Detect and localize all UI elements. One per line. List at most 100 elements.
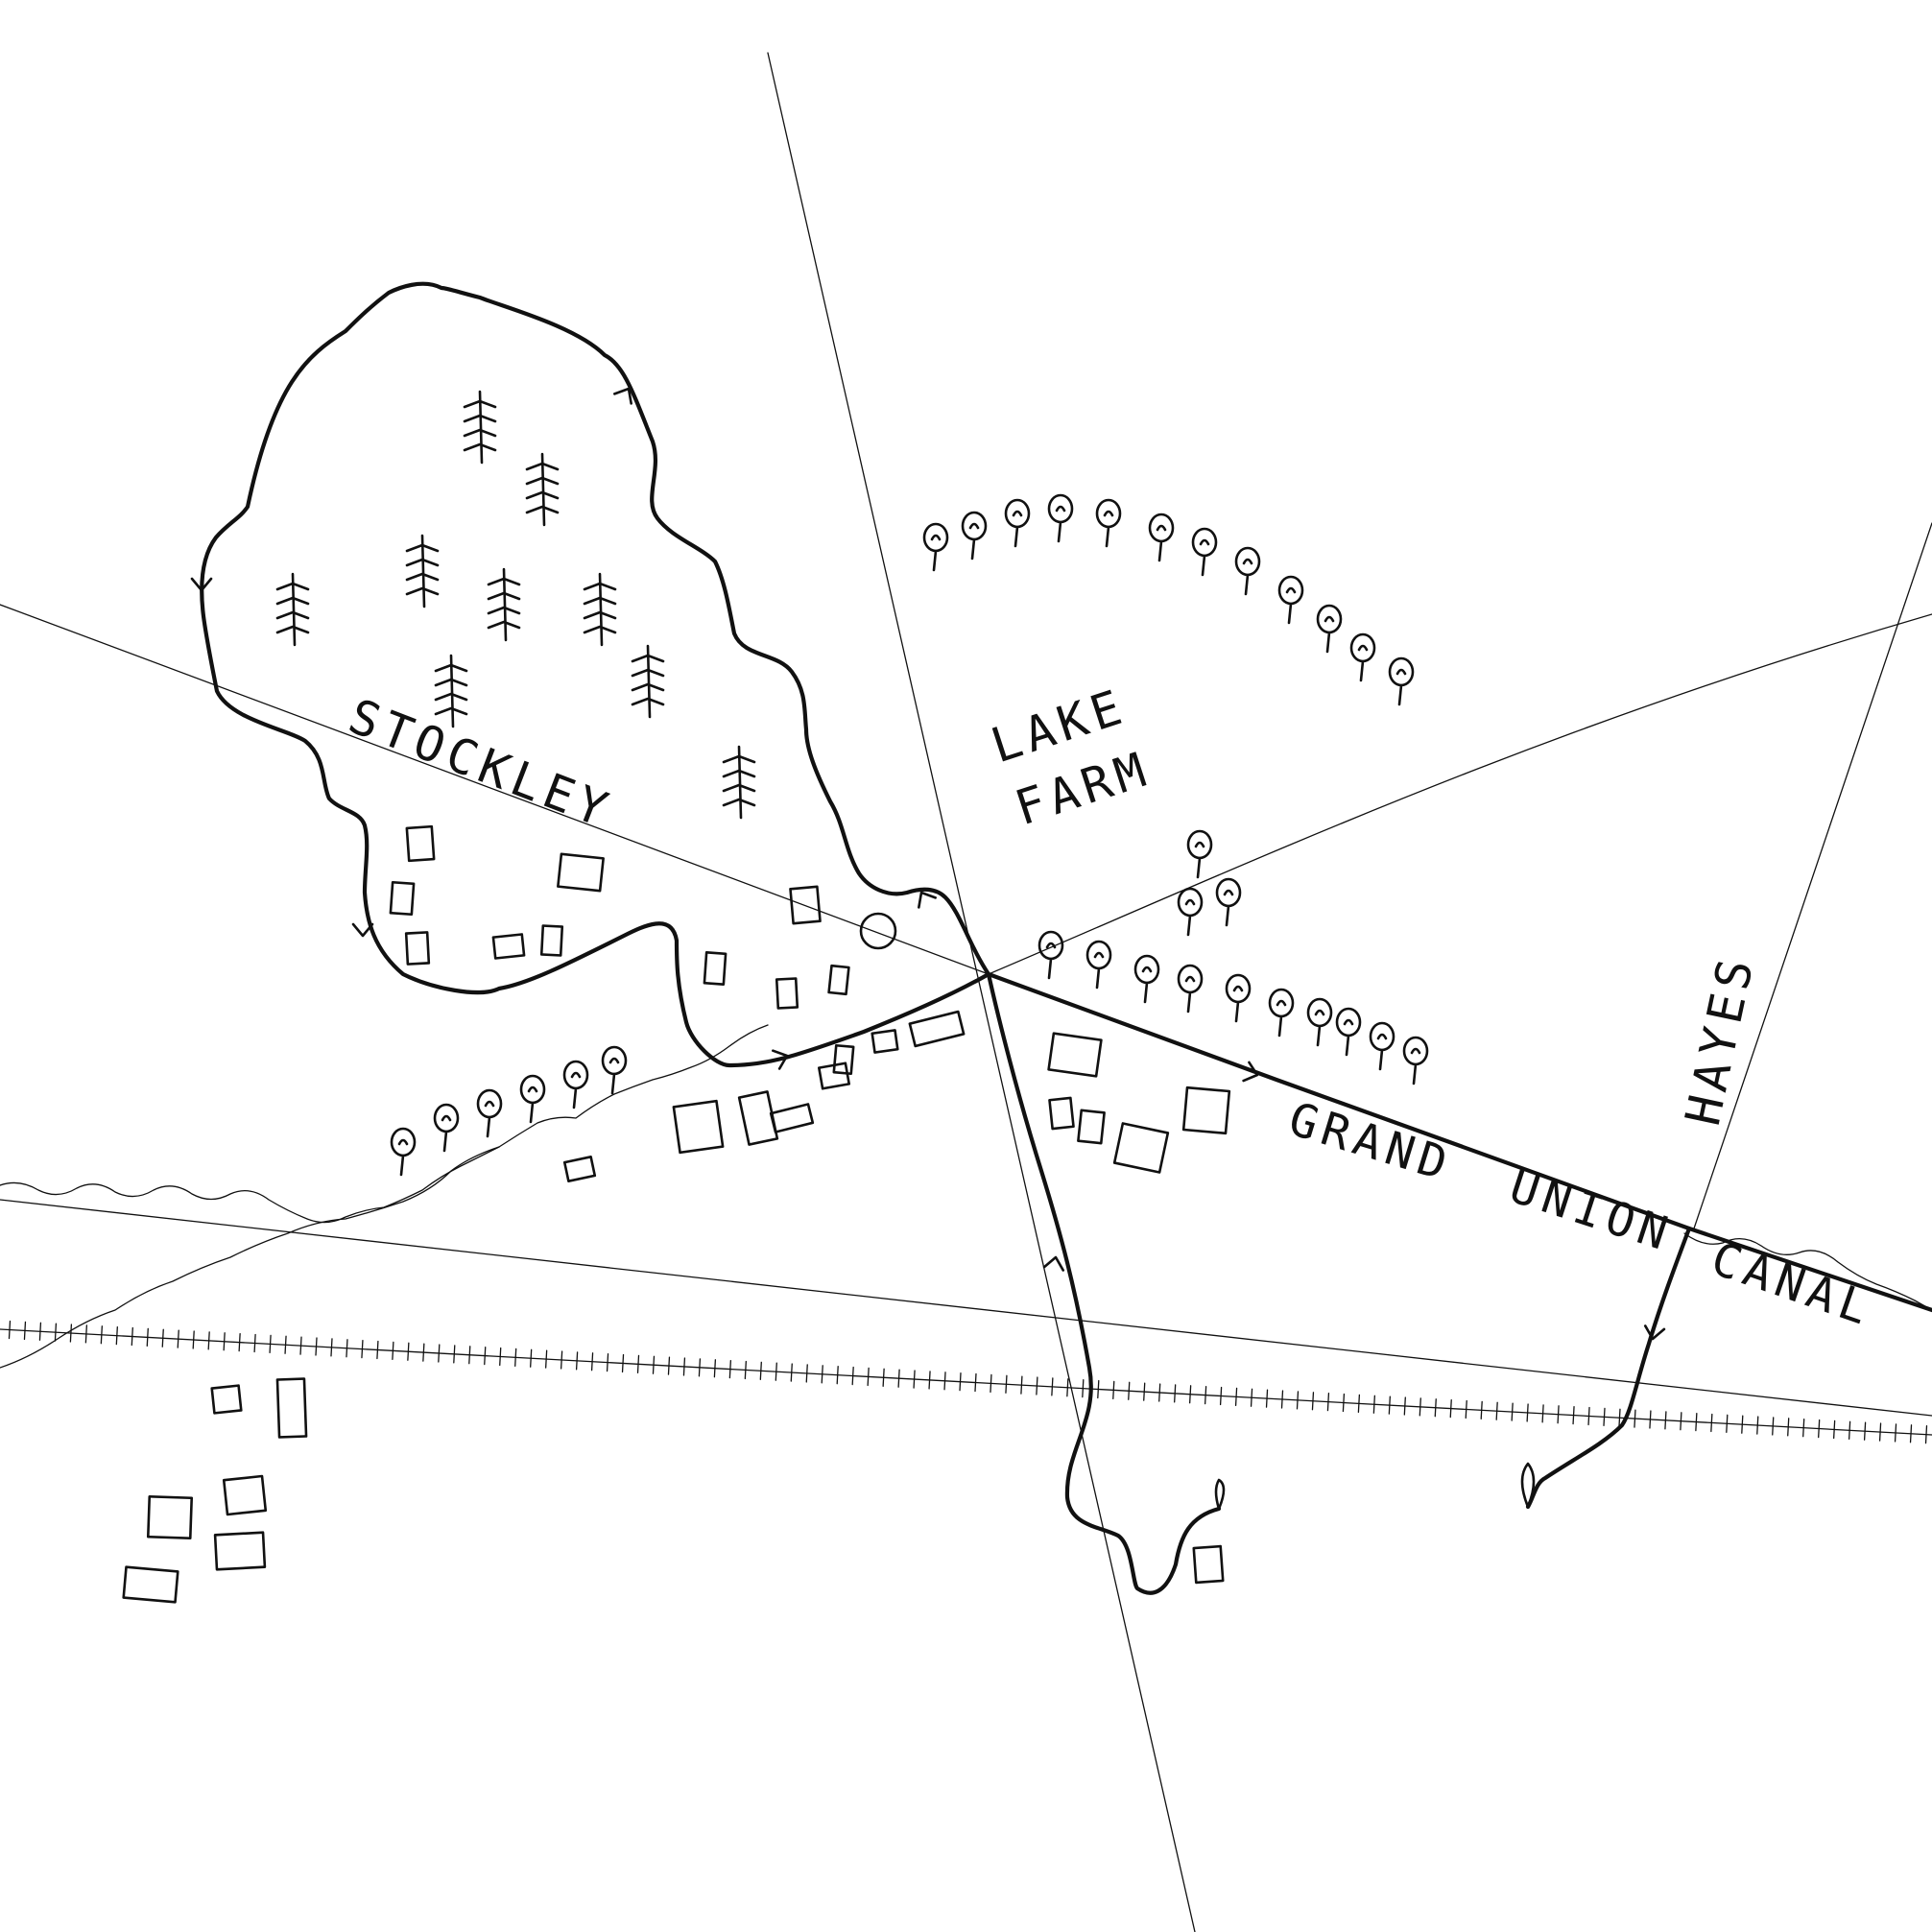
railway-tie [1772, 1417, 1775, 1436]
label-stockley: STOCKLEY [342, 688, 620, 840]
railway-tie [1465, 1399, 1467, 1419]
conifer-tree-icon [487, 567, 521, 642]
deciduous-tree-icon [476, 1088, 503, 1138]
deciduous-tree-icon [1191, 527, 1218, 577]
building-icon [389, 880, 416, 917]
railway-tie [867, 1367, 870, 1387]
deciduous-tree-icon [1268, 988, 1295, 1038]
railway-tie [1020, 1375, 1023, 1395]
route-arrow-icon [918, 891, 937, 909]
building-icon [672, 1099, 725, 1155]
railway-tie [1112, 1380, 1115, 1400]
building-icon [1077, 1109, 1106, 1145]
railway-tie [1833, 1419, 1836, 1440]
railway-tie [759, 1361, 762, 1380]
railway-tie [1189, 1385, 1192, 1404]
deciduous-tree-icon [922, 522, 949, 572]
railway-tie [1618, 1408, 1621, 1427]
route-arrow-icon [613, 387, 632, 405]
deciduous-tree-icon [1402, 1036, 1429, 1085]
railway-tie [1710, 1413, 1713, 1433]
building-icon [703, 951, 727, 986]
railway-tie [361, 1339, 364, 1359]
river-upper [0, 1024, 769, 1224]
railway-tie [974, 1372, 977, 1393]
deciduous-tree-icon [961, 511, 988, 561]
railway-tie [1296, 1391, 1300, 1410]
deciduous-tree-icon [1177, 887, 1204, 937]
railway-tie [253, 1333, 256, 1353]
label-union: UNION [1503, 1159, 1679, 1262]
railway-tie [1128, 1381, 1131, 1400]
label-hayes: HAYES [1675, 949, 1765, 1131]
label-canal: CANAL [1705, 1231, 1880, 1337]
railway-tie [1051, 1377, 1054, 1396]
railway-tie [959, 1372, 962, 1392]
deciduous-tree-icon [1306, 997, 1333, 1047]
map-labels: STOCKLEY LAKE FARM GRAND UNION CANAL HAY… [342, 679, 1881, 1338]
conifer-trees [275, 390, 756, 820]
route-arrow-icon [1643, 1324, 1666, 1341]
conifer-tree-icon [434, 654, 468, 728]
pond-icon [859, 912, 897, 950]
route-hayes-spur [1525, 1226, 1692, 1510]
deciduous-tree-icon [1335, 1007, 1362, 1057]
route-arrow-icon [1042, 1255, 1065, 1272]
railway-tie [1511, 1402, 1514, 1421]
railway-tie [23, 1321, 27, 1341]
railway-tie [484, 1346, 487, 1366]
railway-tie [928, 1371, 931, 1390]
railway-tie [545, 1349, 548, 1369]
railway-tie [1234, 1387, 1238, 1407]
railway-tie [990, 1373, 992, 1394]
railway-tie [713, 1359, 717, 1378]
railway-tie [1634, 1409, 1636, 1428]
railway-tie [882, 1368, 885, 1387]
building-icon [213, 1531, 267, 1571]
deciduous-tree-icon [1277, 575, 1304, 625]
railway-tie [1036, 1376, 1038, 1395]
railway-tie [1541, 1404, 1544, 1423]
building-icon [818, 1061, 850, 1090]
railway-tie [1357, 1394, 1361, 1414]
road-line-hayes [1693, 522, 1932, 1229]
deciduous-tree-icon [1186, 829, 1213, 879]
railway-tie [790, 1363, 793, 1382]
building-icon [827, 964, 850, 996]
deciduous-tree-icon [1047, 493, 1074, 543]
deciduous-tree-icon [1349, 632, 1376, 682]
walking-route [190, 281, 1692, 1595]
deciduous-tree-icon [1225, 973, 1252, 1023]
railway [0, 1320, 1932, 1444]
road-line-north-south [767, 52, 1196, 1932]
railway-tie [1174, 1384, 1177, 1403]
conifer-tree-icon [463, 390, 497, 465]
railway-tie [575, 1351, 579, 1371]
railway-tie [897, 1369, 900, 1388]
route-south-spur [986, 971, 1222, 1595]
building-icon [557, 852, 605, 893]
railway-tie [1695, 1412, 1698, 1432]
deciduous-tree-icon [1133, 954, 1160, 1004]
building-icon [405, 824, 436, 863]
railway-tie [1005, 1374, 1008, 1394]
railway-tie [161, 1328, 164, 1348]
route-path [200, 281, 991, 1068]
building-icon [769, 1103, 815, 1133]
label-grand: GRAND [1282, 1092, 1458, 1193]
river-east [1683, 1232, 1932, 1311]
railway-tie [1388, 1395, 1391, 1415]
railway-tie [652, 1355, 656, 1374]
railway-tie [115, 1326, 118, 1346]
railway-tie [315, 1337, 318, 1356]
railway-tie [514, 1348, 517, 1367]
railway-tie [1848, 1420, 1851, 1440]
railway-tie [1909, 1424, 1913, 1443]
deciduous-tree-icon [562, 1060, 589, 1109]
railway-tie [1495, 1401, 1498, 1420]
building-icon [275, 1377, 308, 1439]
railway-tie [851, 1366, 854, 1386]
railway-tie [913, 1370, 916, 1389]
railway-tie [346, 1339, 348, 1358]
